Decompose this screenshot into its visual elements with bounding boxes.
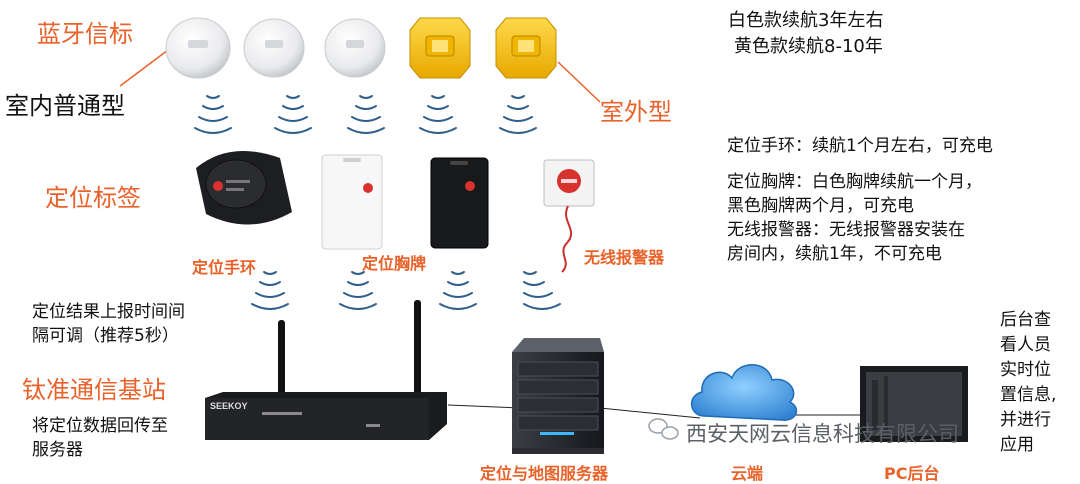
wristband-label: 定位手环 <box>192 258 257 277</box>
server-label: 定位与地图服务器 <box>480 464 609 483</box>
report-interval-line2: 隔可调（推荐5秒） <box>32 326 179 346</box>
white-beacon-1 <box>165 17 231 79</box>
pc-monitor-device <box>860 366 968 442</box>
outdoor-type-label: 室外型 <box>600 98 672 126</box>
white-beacon-2 <box>243 18 305 78</box>
black-badge-device <box>430 157 489 249</box>
device-brand-logo: SEEKOY <box>210 401 248 411</box>
base-station-device <box>205 300 447 440</box>
beacon-signal-waves <box>194 95 537 134</box>
data-return-line1: 将定位数据回传至 <box>32 416 168 436</box>
server-cloud-line <box>599 407 701 419</box>
badge-label: 定位胸牌 <box>362 254 427 273</box>
cloud-icon <box>691 364 798 421</box>
report-interval-line1: 定位结果上报时间间 <box>32 302 185 322</box>
backend-line-2: 看人员 <box>1000 335 1051 355</box>
yellow-beacon-2 <box>495 17 557 79</box>
white-badge-device <box>321 154 383 250</box>
positioning-tag-title: 定位标签 <box>45 184 141 212</box>
tag-signal-waves <box>251 271 561 310</box>
indoor-type-label: 室内普通型 <box>5 92 125 120</box>
alarm-info-line2: 房间内，续航1年，不可充电 <box>727 244 942 264</box>
backend-line-4: 置信息, <box>1000 385 1057 405</box>
yellow-beacon-1 <box>409 17 471 79</box>
wechat-logo <box>648 418 679 440</box>
cloud-label: 云端 <box>731 464 764 483</box>
battery-white-note: 白色款续航3年左右 <box>728 10 884 31</box>
battery-yellow-note: 黄色款续航8-10年 <box>734 36 883 57</box>
wristband-device <box>196 150 292 225</box>
backend-line-3: 实时位 <box>1000 360 1051 380</box>
badge-info-line1: 定位胸牌：白色胸牌续航一个月， <box>727 172 982 192</box>
wristband-info: 定位手环：续航1个月左右，可充电 <box>727 136 993 156</box>
backend-description: 后台查 看人员 实时位 置信息, 并进行 应用 <box>1000 308 1078 458</box>
server-tower-device <box>512 338 604 454</box>
station-server-line <box>447 404 521 409</box>
badge-info-line2: 黑色胸牌两个月，可充电 <box>727 196 914 216</box>
alarm-info-line1: 无线报警器：无线报警器安装在 <box>727 220 965 240</box>
wireless-alarm-device <box>543 159 595 273</box>
bluetooth-beacon-title: 蓝牙信标 <box>37 20 133 48</box>
wireless-alarm-label: 无线报警器 <box>584 248 665 267</box>
data-return-line2: 服务器 <box>32 440 83 460</box>
indoor-pointer-line <box>119 49 169 87</box>
backend-line-5: 并进行 <box>1000 410 1051 430</box>
pc-backend-label: PC后台 <box>884 464 940 483</box>
white-beacon-3 <box>324 18 386 78</box>
base-station-title: 钛准通信基站 <box>22 376 166 404</box>
backend-line-6: 应用 <box>1000 435 1034 455</box>
outdoor-pointer-line <box>557 61 601 103</box>
company-watermark: 西安天网云信息科技有限公司 <box>686 422 959 446</box>
backend-line-1: 后台查 <box>1000 310 1051 330</box>
